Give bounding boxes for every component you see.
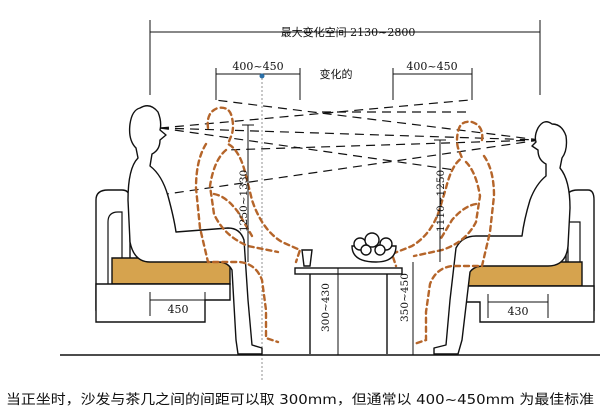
right-range-label: 400~450 bbox=[406, 60, 457, 73]
max-space-label: 最大变化空间 2130~2800 bbox=[281, 25, 416, 39]
left-person bbox=[127, 105, 263, 355]
sightlines bbox=[159, 99, 541, 196]
right-dashed-figure bbox=[390, 120, 496, 346]
right-person bbox=[433, 121, 571, 355]
left-dashed-figure bbox=[194, 106, 302, 344]
max-space-dimension bbox=[149, 20, 541, 95]
left-range-label: 400~450 bbox=[232, 60, 283, 73]
vertical-dimensions bbox=[242, 124, 446, 355]
left-seat-depth-label: 450 bbox=[168, 303, 189, 316]
table-height-label: 300~430 bbox=[320, 283, 332, 332]
cup bbox=[301, 249, 313, 267]
right-eye-height-label: 1110~1250 bbox=[435, 170, 447, 232]
left-eye-height-label: 1250~1330 bbox=[238, 170, 250, 232]
left-sofa bbox=[95, 189, 231, 323]
caption: 当正坐时，沙发与茶几之间的间距可以取 300mm，但通常以 400~450mm … bbox=[6, 392, 594, 408]
coffee-table bbox=[294, 232, 403, 354]
right-range-dimension bbox=[392, 68, 473, 100]
center-dot bbox=[259, 73, 265, 79]
change-label: 变化的 bbox=[320, 67, 353, 81]
seat-depth-dimensions bbox=[149, 292, 549, 318]
right-seat-depth-label: 430 bbox=[508, 305, 529, 318]
left-range-dimension bbox=[215, 68, 301, 100]
seat-height-label: 350~450 bbox=[399, 273, 411, 322]
